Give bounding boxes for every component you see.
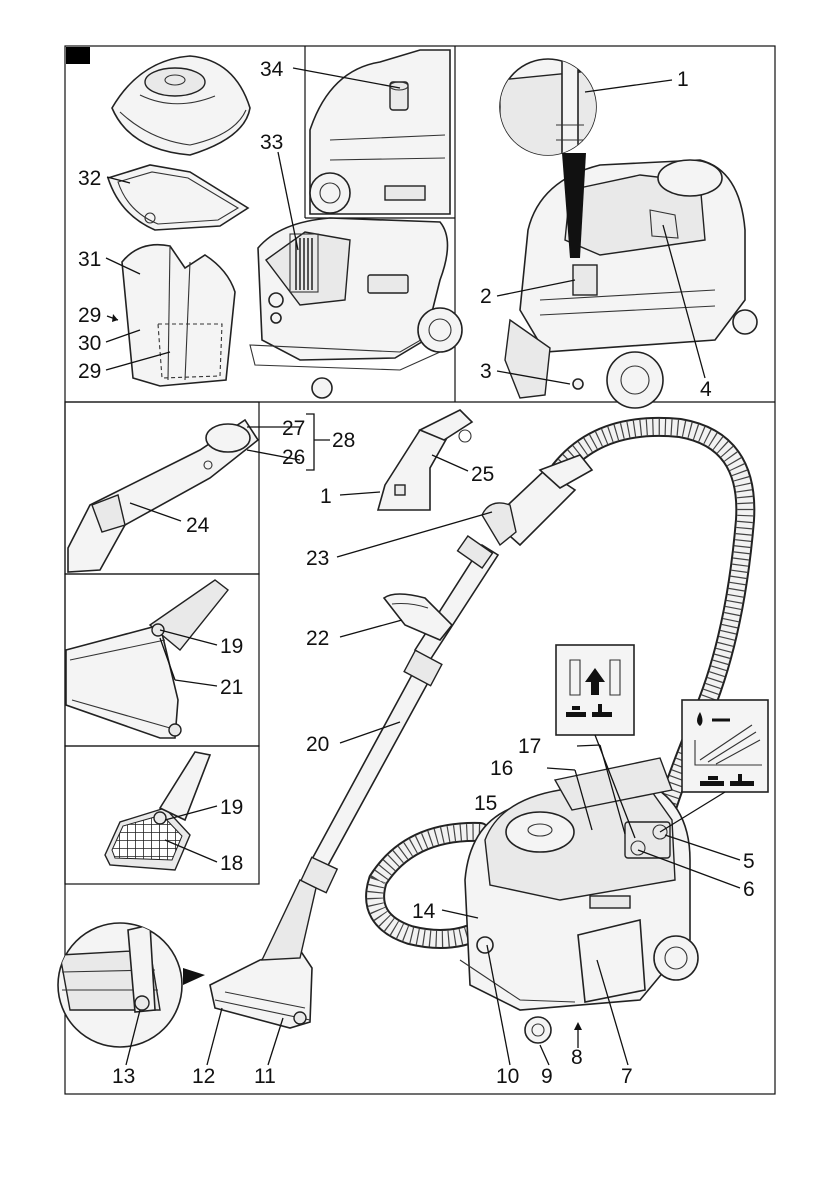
callout-9: 9 bbox=[541, 1065, 553, 1088]
callout-10: 10 bbox=[496, 1065, 519, 1088]
callout-17: 17 bbox=[518, 735, 541, 758]
callout-16: 16 bbox=[490, 757, 513, 780]
section-badge bbox=[66, 47, 90, 64]
callout-32: 32 bbox=[78, 167, 101, 190]
callout-20: 20 bbox=[306, 733, 329, 756]
detail-box-handle bbox=[68, 420, 258, 572]
callout-30: 30 bbox=[78, 332, 101, 355]
dirt-basket-part bbox=[122, 245, 235, 386]
filter-change-icon bbox=[556, 645, 634, 735]
spray-handle-part bbox=[482, 455, 592, 545]
callout-23: 23 bbox=[306, 547, 329, 570]
callout-13: 13 bbox=[112, 1065, 135, 1088]
callout-8: 8 bbox=[571, 1046, 583, 1069]
callout-2: 2 bbox=[480, 285, 492, 308]
callout-18: 18 bbox=[220, 852, 243, 875]
callout-26: 26 bbox=[282, 446, 305, 469]
closed-machine-part bbox=[505, 160, 757, 408]
callout-33: 33 bbox=[260, 131, 283, 154]
callout-1-top: 1 bbox=[677, 68, 689, 91]
pointer-arrow bbox=[183, 968, 205, 985]
callout-28: 28 bbox=[332, 429, 355, 452]
callout-3: 3 bbox=[480, 360, 492, 383]
callout-24: 24 bbox=[186, 514, 210, 537]
callout-22: 22 bbox=[306, 627, 329, 650]
callout-29-a: 29 bbox=[78, 304, 101, 327]
callout-1-nozzle: 1 bbox=[320, 485, 332, 508]
callout-7: 7 bbox=[621, 1065, 633, 1088]
open-machine-part bbox=[250, 218, 462, 398]
upholstery-nozzle-part bbox=[378, 410, 472, 510]
lid-part bbox=[112, 56, 250, 155]
callout-34: 34 bbox=[260, 58, 284, 81]
detail-box-nozzle-head bbox=[66, 580, 228, 738]
callout-11: 11 bbox=[254, 1065, 276, 1088]
callout-19-b: 19 bbox=[220, 796, 243, 819]
callout-19-a: 19 bbox=[220, 635, 243, 658]
callout-25: 25 bbox=[471, 463, 494, 486]
callout-4: 4 bbox=[700, 378, 712, 401]
callout-14: 14 bbox=[412, 900, 436, 923]
filter-tray-part bbox=[108, 165, 248, 230]
callout-27: 27 bbox=[282, 417, 305, 440]
callout-21: 21 bbox=[220, 676, 243, 699]
callout-15: 15 bbox=[474, 792, 497, 815]
callout-5: 5 bbox=[743, 850, 755, 873]
callout-29-b: 29 bbox=[78, 360, 101, 383]
callout-12: 12 bbox=[192, 1065, 215, 1088]
floor-nozzle-part bbox=[210, 880, 316, 1028]
callout-31: 31 bbox=[78, 248, 101, 271]
spray-water-icon bbox=[682, 700, 768, 792]
hand-grip-part bbox=[384, 594, 452, 640]
detail-loupe-2 bbox=[58, 923, 182, 1047]
callout-6: 6 bbox=[743, 878, 755, 901]
